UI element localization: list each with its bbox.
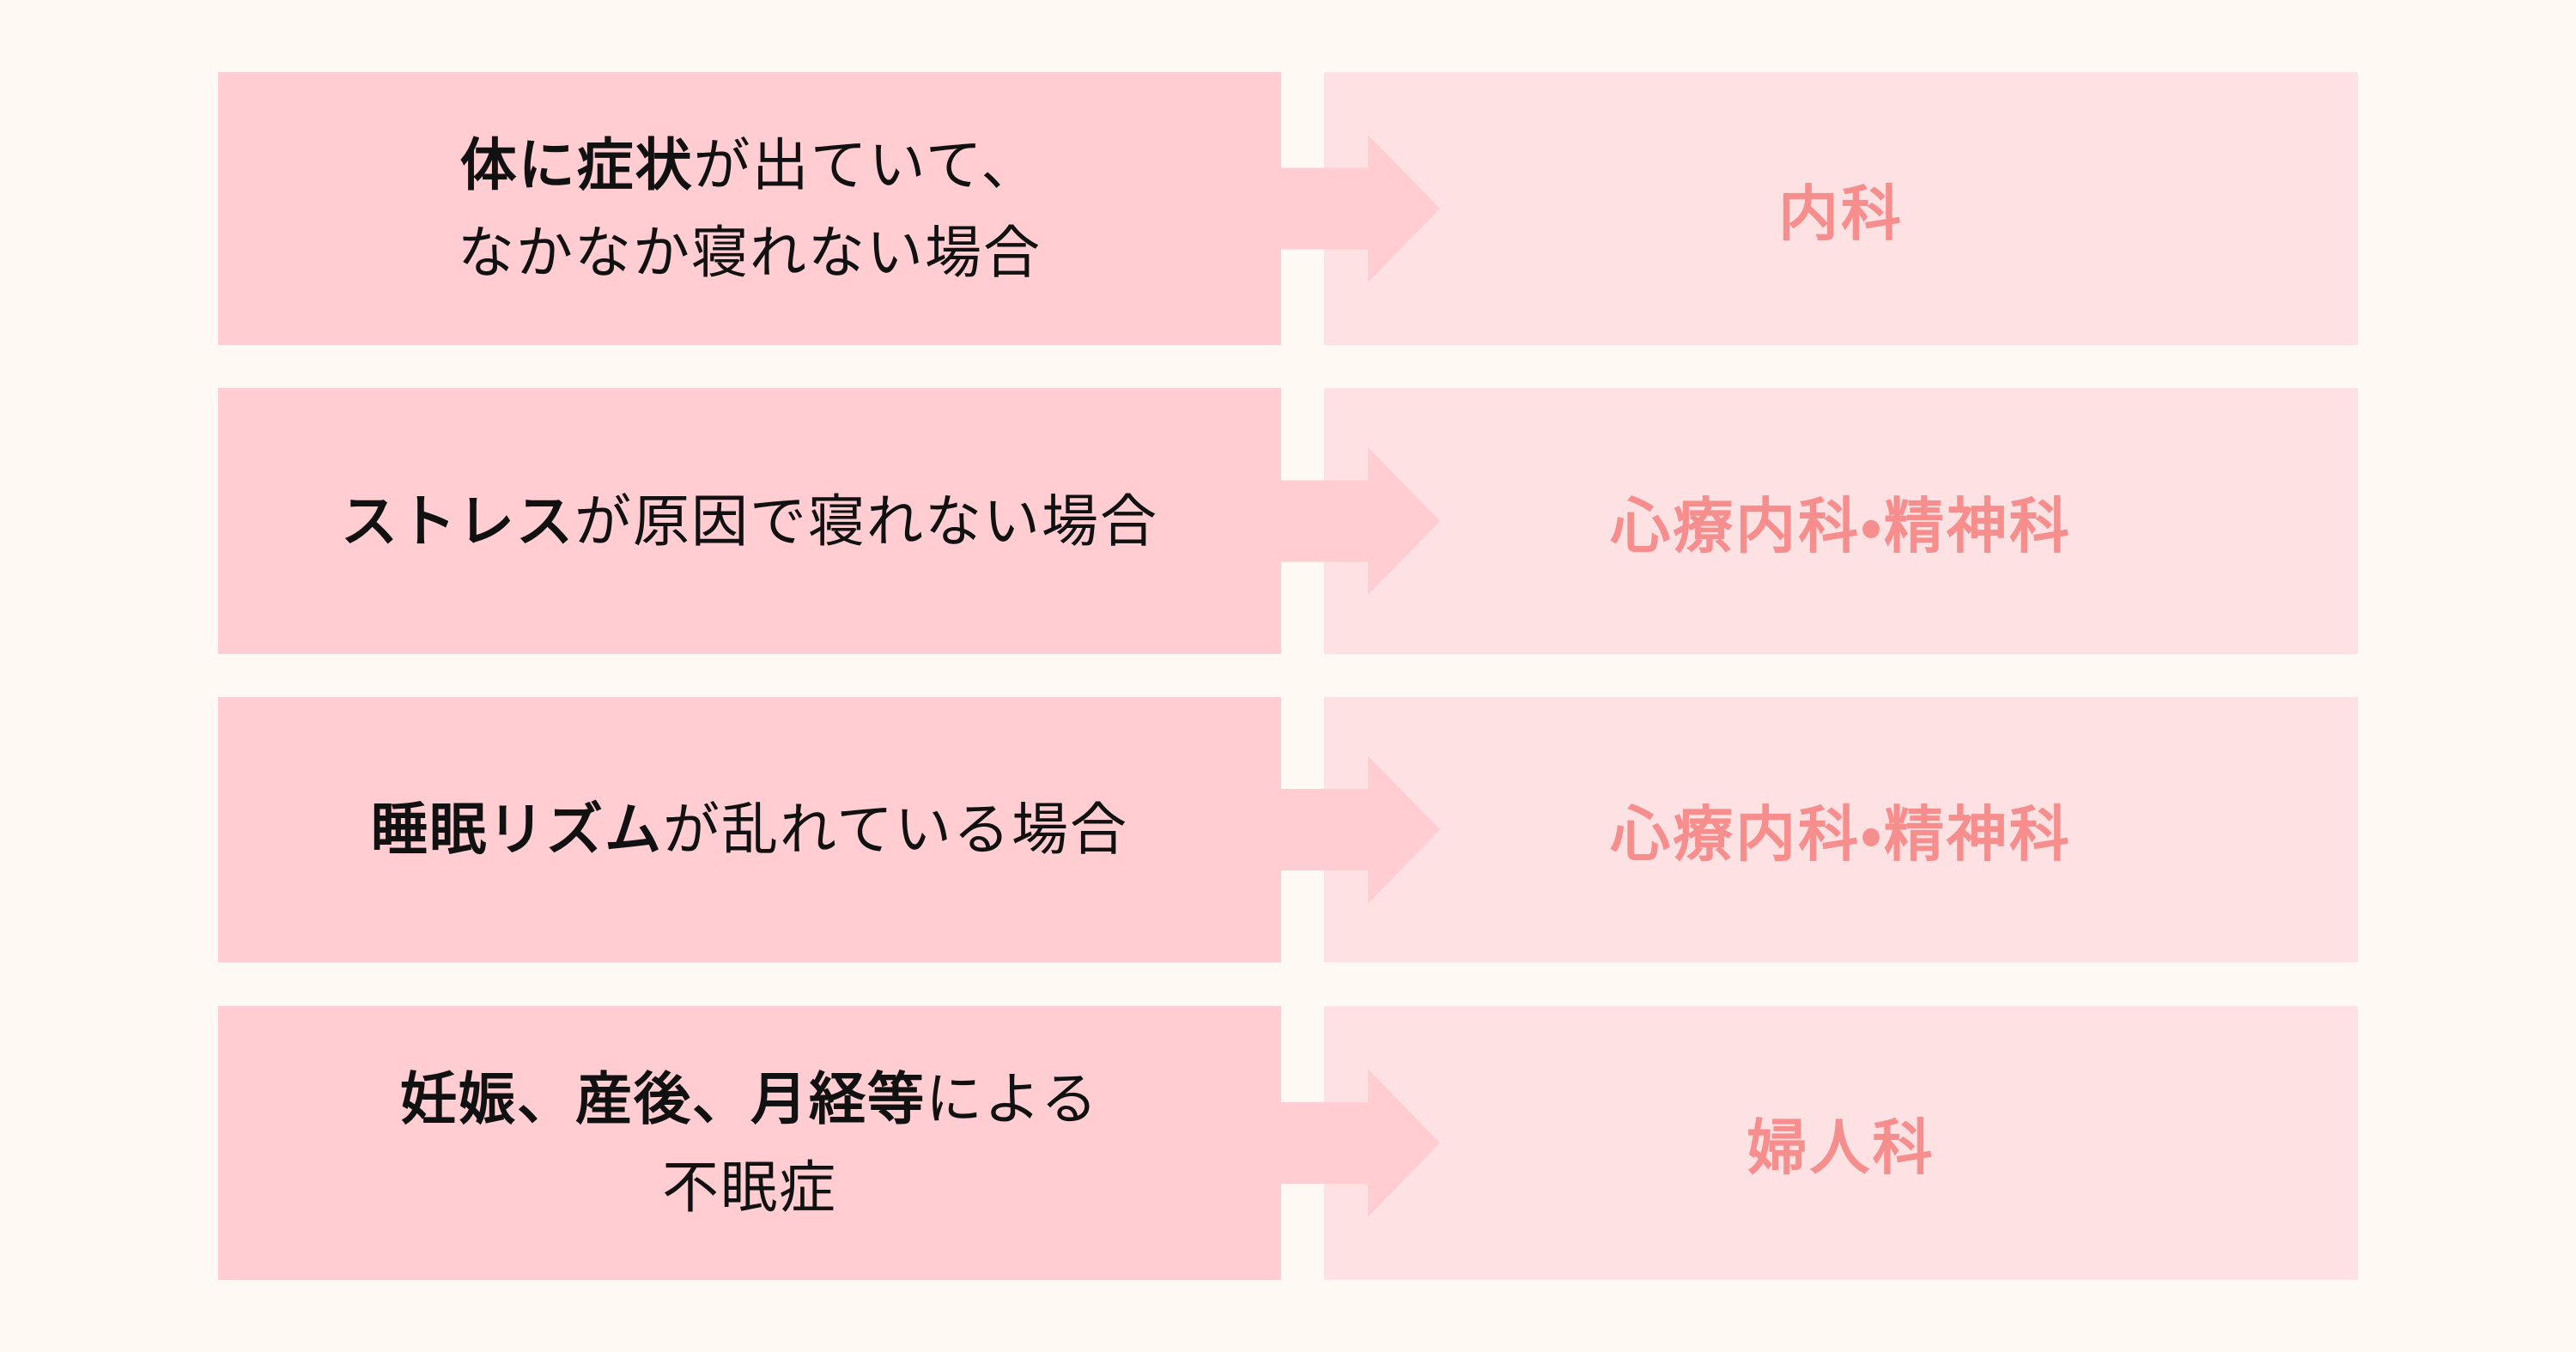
department-box: 婦人科 [1324,1006,2358,1280]
condition-text: 体に症状が出ていて、 [460,121,1040,209]
condition-box: ストレスが原因で寝れない場合 [218,388,1281,654]
condition-rest: なかなか寝れない場合 [458,221,1042,284]
department-box: 心療内科・精神科 [1324,697,2358,962]
condition-rest: が原因で寝れない場合 [574,488,1158,553]
condition-rest: による [925,1067,1100,1131]
department-label: 婦人科 [1747,1114,1935,1181]
department-label: 心療内科・精神科 [1610,801,2072,868]
flow-row: 睡眠リズムが乱れている場合 心療内科・精神科 [218,697,2358,962]
condition-keyword: ストレス [341,488,574,553]
condition-text: 睡眠リズムが乱れている場合 [371,785,1128,873]
condition-rest: が出ていて、 [693,132,1040,197]
condition-box: 睡眠リズムが乱れている場合 [218,697,1281,962]
condition-text: 不眠症 [662,1143,837,1231]
department-box: 内科 [1324,72,2358,345]
flow-row: ストレスが原因で寝れない場合 心療内科・精神科 [218,388,2358,654]
department-label: 内科 [1778,179,1904,247]
condition-box: 妊娠、産後、月経等による 不眠症 [218,1006,1281,1280]
department-box: 心療内科・精神科 [1324,388,2358,654]
condition-keyword: 体に症状 [459,132,694,197]
flow-row: 妊娠、産後、月経等による 不眠症 婦人科 [218,1006,2358,1280]
condition-text: ストレスが原因で寝れない場合 [341,477,1158,565]
flow-row: 体に症状が出ていて、 なかなか寝れない場合 内科 [218,72,2358,345]
condition-box: 体に症状が出ていて、 なかなか寝れない場合 [218,72,1281,345]
department-label: 心療内科・精神科 [1610,492,2072,560]
condition-text: 妊娠、産後、月経等による [400,1055,1099,1143]
condition-keyword: 睡眠リズム [370,797,663,862]
condition-rest: 不眠症 [662,1155,837,1219]
condition-keyword: 妊娠、産後、月経等 [399,1067,926,1131]
condition-text: なかなか寝れない場合 [458,209,1042,296]
condition-rest: が乱れている場合 [662,797,1129,862]
